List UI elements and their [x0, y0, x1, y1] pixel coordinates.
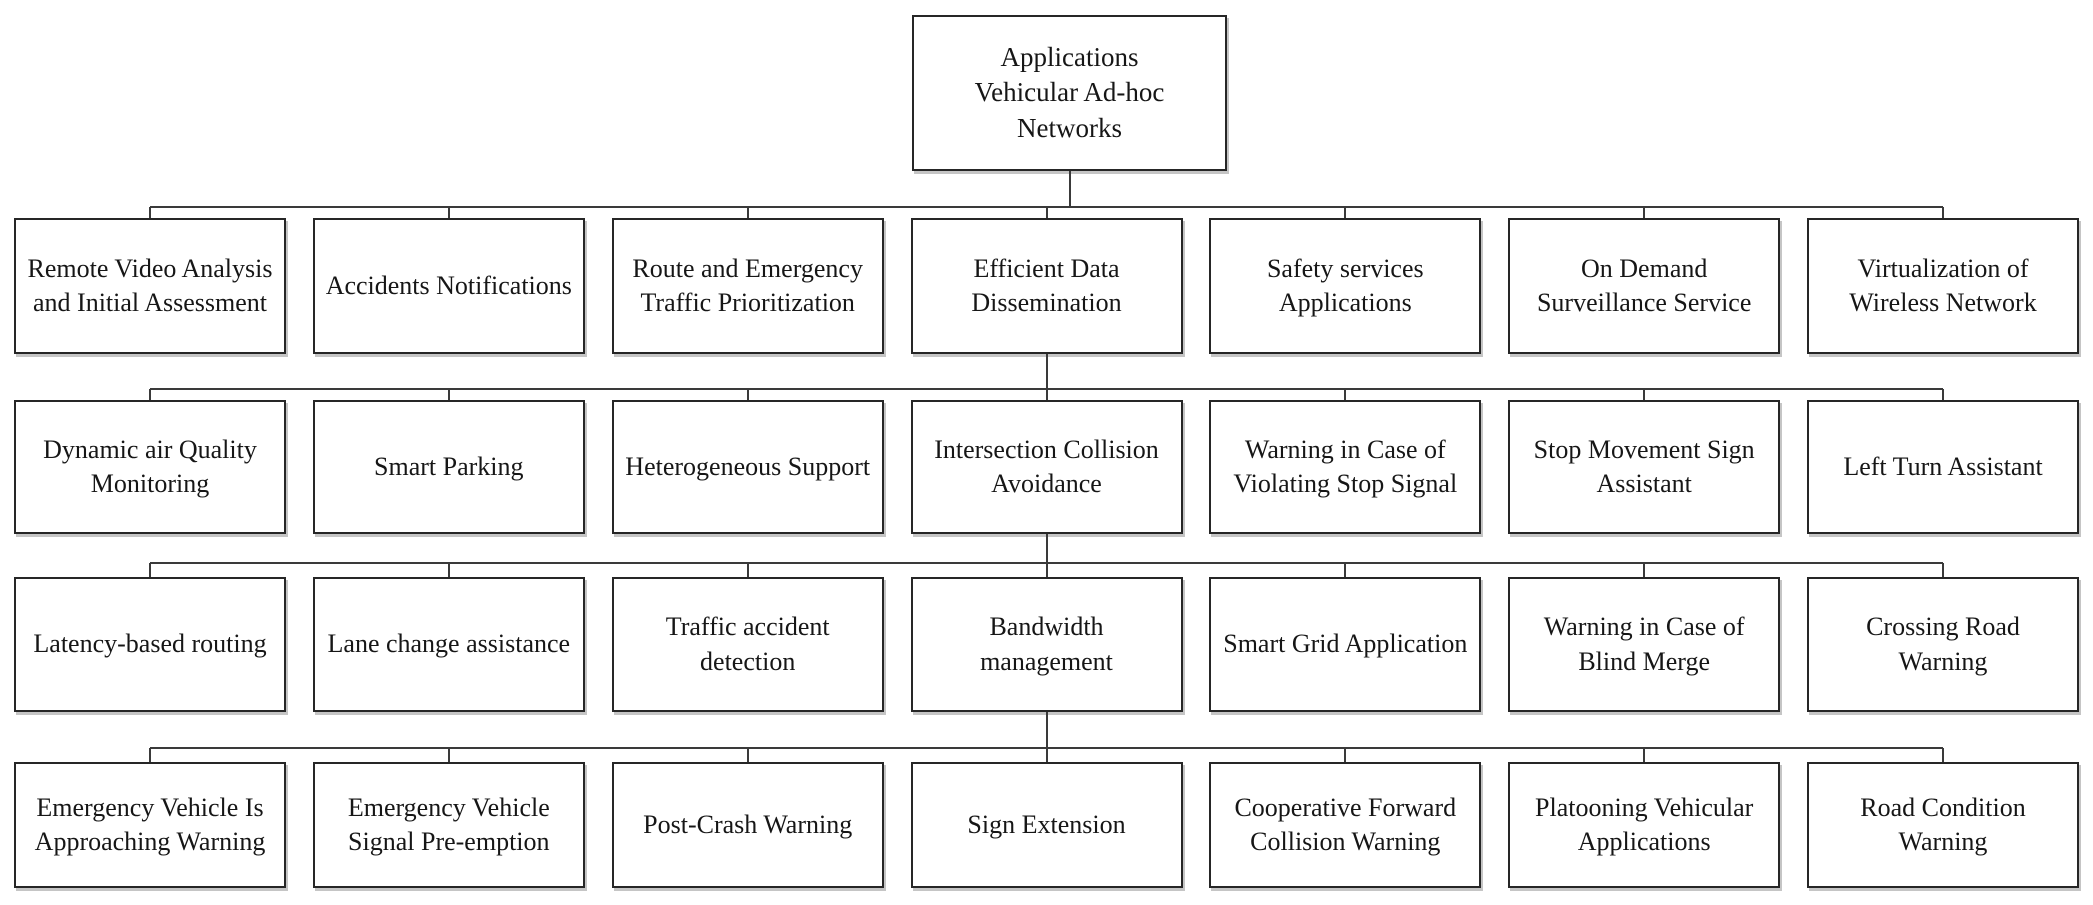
connector-line-vertical	[1045, 534, 1048, 563]
diagram-box-label: Route and Emergency Traffic Prioritizati…	[632, 253, 863, 317]
diagram-box-label: Warning in Case of Violating Stop Signal	[1233, 434, 1458, 498]
connector-line-vertical	[447, 563, 450, 577]
diagram-box-label: Post-Crash Warning	[643, 809, 853, 839]
diagram-box-r2-c7: Left Turn Assistant	[1807, 400, 2079, 534]
diagram-box-label: Intersection Collision Avoidance	[934, 434, 1159, 498]
diagram-box-label: Dynamic air Quality Monitoring	[43, 434, 257, 498]
diagram-box-r3-c2: Lane change assistance	[312, 577, 585, 712]
connector-line-vertical	[746, 207, 749, 218]
diagram-box-label: Smart Grid Application	[1223, 629, 1468, 659]
connector-line-vertical	[1045, 563, 1048, 577]
diagram-box-r1-c2: Accidents Notifications	[312, 218, 585, 354]
diagram-box-r3-c6: Warning in Case of Blind Merge	[1508, 577, 1781, 712]
diagram-box-label: Platooning Vehicular Applications	[1535, 792, 1754, 856]
connector-line-vertical	[1344, 389, 1347, 400]
diagram-box-r2-c1: Dynamic air Quality Monitoring	[14, 400, 286, 534]
connector-line-vertical	[1942, 748, 1944, 762]
diagram-box-label: Emergency Vehicle Signal Pre-emption	[347, 792, 550, 856]
diagram-box-r4-c5: Cooperative Forward Collision Warning	[1209, 762, 1482, 888]
root-box: Applications Vehicular Ad-hoc Networks	[912, 15, 1227, 171]
diagram-box-label: Smart Parking	[374, 451, 524, 481]
connector-line-vertical	[447, 748, 450, 762]
connector-line-vertical	[1942, 389, 1944, 400]
connector-line-vertical	[1045, 389, 1048, 400]
connector-line-vertical	[1344, 207, 1347, 218]
diagram-box-r3-c5: Smart Grid Application	[1209, 577, 1482, 712]
diagram-box-r3-c7: Crossing Road Warning	[1807, 577, 2079, 712]
diagram-box-r3-c3: Traffic accident detection	[611, 577, 884, 712]
connector-line-vertical	[1045, 748, 1048, 762]
diagram-box-r2-c4: Intersection Collision Avoidance	[910, 400, 1183, 534]
diagram-box-r1-c5: Safety services Applications	[1209, 218, 1482, 354]
connector-line-vertical	[1069, 171, 1071, 207]
diagram-box-r4-c2: Emergency Vehicle Signal Pre-emption	[312, 762, 585, 888]
connector-line-vertical	[746, 563, 749, 577]
diagram-box-label: Warning in Case of Blind Merge	[1543, 612, 1745, 676]
connector-line-vertical	[447, 207, 450, 218]
diagram-box-r1-c4: Efficient Data Dissemination	[910, 218, 1183, 354]
diagram-box-label: Traffic accident detection	[665, 612, 830, 676]
diagram-box-r4-c4: Sign Extension	[910, 762, 1183, 888]
connector-line-vertical	[1045, 207, 1048, 218]
diagram-box-label: Efficient Data Dissemination	[971, 253, 1122, 317]
connector-line-vertical	[1344, 563, 1347, 577]
diagram-box-r4-c1: Emergency Vehicle Is Approaching Warning	[14, 762, 286, 888]
diagram-box-label: Sign Extension	[967, 809, 1126, 839]
diagram-box-label: Remote Video Analysis and Initial Assess…	[27, 253, 273, 317]
connector-line-vertical	[746, 748, 749, 762]
diagram-box-label: Emergency Vehicle Is Approaching Warning	[34, 792, 266, 856]
diagram-box-r1-c1: Remote Video Analysis and Initial Assess…	[14, 218, 286, 354]
connector-line-vertical	[1045, 712, 1048, 748]
connector-line-vertical	[1942, 563, 1944, 577]
diagram-box-r1-c3: Route and Emergency Traffic Prioritizati…	[611, 218, 884, 354]
connector-line-vertical	[1643, 207, 1646, 218]
diagram-box-label: Road Condition Warning	[1860, 792, 2026, 856]
diagram-box-label: Safety services Applications	[1266, 253, 1424, 317]
diagram-box-label: Bandwidth management	[980, 612, 1113, 676]
diagram-box-label: Stop Movement Sign Assistant	[1533, 434, 1755, 498]
diagram-box-label: Latency-based routing	[33, 629, 267, 659]
connector-line-vertical	[746, 389, 749, 400]
diagram-box-label: Crossing Road Warning	[1866, 612, 2020, 676]
diagram-box-label: Virtualization of Wireless Network	[1849, 253, 2037, 317]
connector-line-vertical	[1344, 748, 1347, 762]
connector-line-vertical	[1643, 563, 1646, 577]
connector-line-vertical	[149, 207, 151, 218]
connector-line-vertical	[1045, 354, 1048, 389]
diagram-box-r1-c7: Virtualization of Wireless Network	[1807, 218, 2079, 354]
diagram-box-label: On Demand Surveillance Service	[1536, 253, 1752, 317]
diagram-box-r4-c7: Road Condition Warning	[1807, 762, 2079, 888]
diagram-box-r1-c6: On Demand Surveillance Service	[1508, 218, 1781, 354]
diagram-box-label: Accidents Notifications	[325, 270, 572, 300]
diagram-box-r2-c2: Smart Parking	[312, 400, 585, 534]
diagram-box-r2-c3: Heterogeneous Support	[611, 400, 884, 534]
diagram-box-label: Cooperative Forward Collision Warning	[1234, 792, 1457, 856]
diagram-box-label: Heterogeneous Support	[625, 451, 871, 481]
connector-line-vertical	[149, 563, 151, 577]
diagram-box-r2-c5: Warning in Case of Violating Stop Signal	[1209, 400, 1482, 534]
diagram-box-r3-c4: Bandwidth management	[910, 577, 1183, 712]
diagram-box-label: Left Turn Assistant	[1843, 451, 2043, 481]
connector-line-vertical	[149, 389, 151, 400]
diagram-box-r4-c6: Platooning Vehicular Applications	[1508, 762, 1781, 888]
diagram-box-r3-c1: Latency-based routing	[14, 577, 286, 712]
diagram-box-r4-c3: Post-Crash Warning	[611, 762, 884, 888]
connector-line-vertical	[1643, 389, 1646, 400]
diagram-box-r2-c6: Stop Movement Sign Assistant	[1508, 400, 1781, 534]
connector-line-vertical	[149, 748, 151, 762]
connector-line-vertical	[447, 389, 450, 400]
root-box-label: Applications Vehicular Ad-hoc Networks	[974, 41, 1165, 143]
diagram-box-label: Lane change assistance	[327, 629, 571, 659]
connector-line-vertical	[1942, 207, 1944, 218]
connector-line-vertical	[1643, 748, 1646, 762]
